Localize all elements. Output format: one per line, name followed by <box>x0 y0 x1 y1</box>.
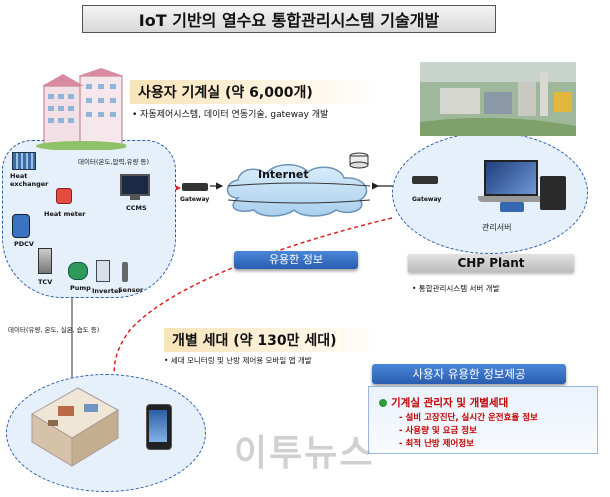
bullet-icon <box>379 399 387 407</box>
tcv-label: TCV <box>38 278 53 286</box>
chp-note: • 통합관리시스템 서버 개발 <box>412 284 500 293</box>
internet-cloud-icon <box>226 164 371 217</box>
pdcv-icon <box>12 214 30 238</box>
info-sub-item: - 사용량 및 요금 정보 <box>399 426 477 436</box>
chp-plant-photo <box>420 62 576 136</box>
household-data-label: 데이터(유량, 온도, 실온, 습도 등) <box>8 326 100 334</box>
server-tower-icon <box>540 176 566 210</box>
pump-icon <box>68 262 88 280</box>
watermark: 이투뉴스 <box>234 433 375 474</box>
inverter-icon <box>96 260 110 282</box>
apartment-buildings-illustration <box>36 68 126 150</box>
machine-room-data-label: 데이터(온도,압력,유량 등) <box>78 158 150 166</box>
pdcv-label: PDCV <box>14 240 34 248</box>
tcv-icon <box>38 248 52 274</box>
machine-room-note: • 자동제어시스템, 데이터 연동기술, gateway 개발 <box>132 110 329 120</box>
sensor-label: Sensor <box>118 286 144 294</box>
internet-label: Internet <box>258 168 309 181</box>
heat-meter-icon <box>56 188 72 204</box>
sensor-icon <box>122 262 128 282</box>
info-sub-item: - 최적 난방 제어정보 <box>399 439 474 449</box>
useful-info-badge: 유용한 정보 <box>234 251 358 269</box>
household-note: • 세대 모니터링 및 난방 제어용 모바일 앱 개발 <box>164 356 312 365</box>
chp-gateway-label: Gateway <box>412 196 442 203</box>
heat-meter-label: Heat meter <box>44 210 86 218</box>
laptop-screen-icon <box>484 160 538 196</box>
chp-gateway-device-icon <box>412 176 438 184</box>
chp-plant-label: CHP Plant <box>408 254 574 272</box>
heat-exchanger-icon <box>12 152 36 170</box>
ccms-label: CCMS <box>126 204 147 212</box>
mobile-app-screen <box>149 410 167 442</box>
info-sub-item: - 설비 고장진단, 실시간 운전효율 정보 <box>399 413 538 423</box>
page-title: IoT 기반의 열수요 통합관리시스템 기술개발 <box>82 5 496 33</box>
laptop-base <box>478 196 544 202</box>
ccms-computer-icon <box>120 174 150 196</box>
inverter-label: Inverter <box>92 287 122 295</box>
info-provision-button: 사용자 유용한 정보제공 <box>372 364 566 384</box>
ccms-stand <box>130 196 140 200</box>
gateway-label: Gateway <box>180 196 210 203</box>
ems-badge-icon <box>500 202 524 212</box>
info-provision-box: 기계실 관리자 및 개별세대 - 설비 고장진단, 실시간 운전효율 정보 - … <box>368 386 598 454</box>
floor-plan-3d-illustration <box>31 387 119 467</box>
heat-exchanger-label: Heat exchanger <box>10 172 49 188</box>
info-main-item: 기계실 관리자 및 개별세대 <box>391 397 509 409</box>
management-server-label: 관리서버 <box>482 223 512 232</box>
household-header: 개별 세대 (약 130만 세대) <box>164 328 380 352</box>
pump-label: Pump <box>70 284 91 292</box>
database-icon <box>349 152 369 169</box>
gateway-device-icon <box>182 183 208 191</box>
machine-room-header: 사용자 기계실 (약 6,000개) <box>130 80 376 104</box>
